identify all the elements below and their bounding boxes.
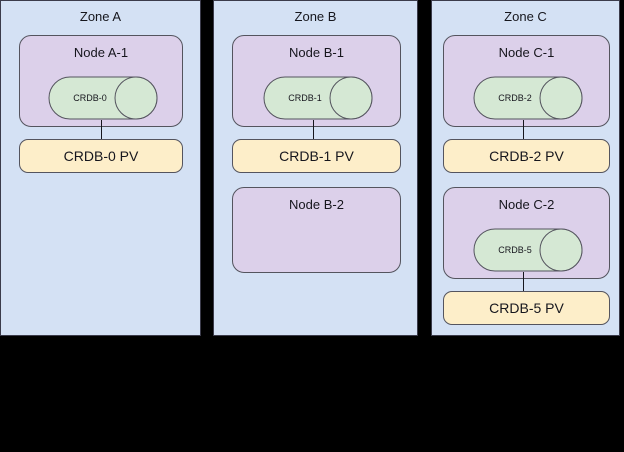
node-c-1[interactable]: Node C-1 CRDB-2	[443, 35, 610, 127]
pod-crdb-1[interactable]: CRDB-1	[263, 76, 373, 120]
node-a-1-title: Node A-1	[73, 45, 129, 60]
node-c-2-title: Node C-2	[498, 197, 555, 212]
node-c-1-title: Node C-1	[498, 45, 555, 60]
connector-node-b-1-to-pv	[313, 120, 314, 139]
node-b-1[interactable]: Node B-1 CRDB-1	[232, 35, 401, 127]
pod-crdb-2[interactable]: CRDB-2	[473, 76, 583, 120]
node-b-2-title: Node B-2	[289, 197, 344, 212]
node-a-1[interactable]: Node A-1 CRDB-0	[19, 35, 183, 127]
connector-node-a-1-to-pv	[101, 120, 102, 139]
zone-c: Zone C Node C-1 CRDB-2 CRDB-2 PV Node C-…	[431, 0, 620, 336]
pod-crdb-0[interactable]: CRDB-0	[48, 76, 158, 120]
connector-node-c-1-to-pv	[523, 120, 524, 139]
node-b-2[interactable]: Node B-2	[232, 187, 401, 273]
zone-a-title: Zone A	[79, 9, 122, 24]
connector-node-c-2-to-pv	[523, 272, 524, 291]
zone-b-title: Zone B	[294, 9, 337, 24]
pv-crdb-1[interactable]: CRDB-1 PV	[232, 139, 401, 173]
pv-crdb-0[interactable]: CRDB-0 PV	[19, 139, 183, 173]
node-c-2[interactable]: Node C-2 CRDB-5	[443, 187, 610, 279]
pod-crdb-5[interactable]: CRDB-5	[473, 228, 583, 272]
zone-a: Zone A Node A-1 CRDB-0 CRDB-0 PV	[0, 0, 201, 336]
zone-b: Zone B Node B-1 CRDB-1 CRDB-1 PV Node B-…	[213, 0, 418, 336]
pv-crdb-5[interactable]: CRDB-5 PV	[443, 291, 610, 325]
zone-c-title: Zone C	[504, 9, 547, 24]
pv-crdb-2[interactable]: CRDB-2 PV	[443, 139, 610, 173]
node-b-1-title: Node B-1	[289, 45, 344, 60]
